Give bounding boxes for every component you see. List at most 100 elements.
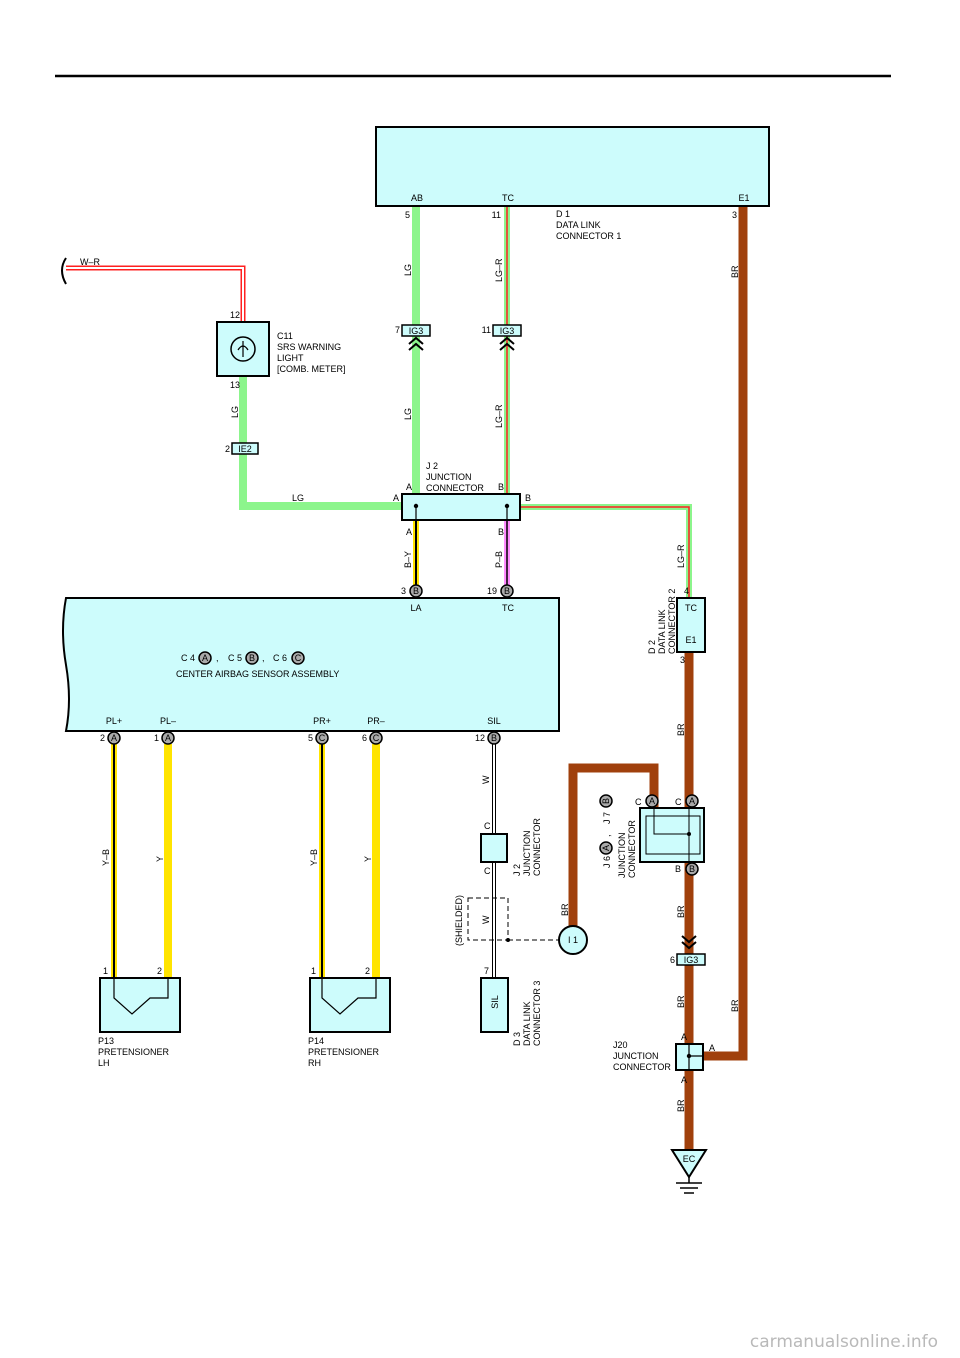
wire-label-w-1: W — [481, 775, 491, 784]
airbag-pin-1-badge — [161, 731, 175, 745]
wire-label-lg-1: LG — [403, 264, 413, 276]
j6j7-label-1: JUNCTION — [617, 833, 627, 879]
j6j7-c-1: C — [635, 797, 642, 807]
ie2-pin: 2 — [225, 444, 230, 454]
wire-label-p-b: P–B — [494, 551, 504, 568]
airbag-tc-pin: 19 — [487, 586, 497, 596]
p13-label-1: P13 — [98, 1036, 114, 1046]
d1-pin-3: 3 — [732, 210, 737, 220]
j6j7-b: B — [675, 864, 681, 874]
d2-connector — [676, 597, 706, 653]
d2-label-1: D 2 — [647, 640, 657, 654]
ig3-b-pin: 11 — [482, 325, 491, 335]
airbag-pr-minus: PR– — [367, 716, 385, 726]
wire-br-e1 — [703, 206, 748, 1061]
p14-label-3: RH — [308, 1058, 321, 1068]
airbag-pin-2-conn: A — [111, 733, 117, 743]
d3-connector — [480, 977, 509, 1033]
shield-box — [467, 897, 509, 941]
wire-label-br-4: BR — [676, 905, 686, 918]
wire-label-br-6: BR — [730, 999, 740, 1012]
wire-break-mark — [61, 257, 67, 285]
wire-br-j6-c — [568, 763, 659, 928]
j2-top-bus — [415, 506, 508, 520]
wire-label-lg-2: LG — [403, 408, 413, 420]
airbag-conn-b-la: B — [413, 586, 419, 596]
wire-label-lg-3: LG — [230, 406, 240, 418]
p13-label-3: LH — [98, 1058, 110, 1068]
airbag-la-pin: 3 — [401, 586, 406, 596]
wire-label-y-b-1: Y–B — [101, 849, 111, 866]
j20-a-top: A — [681, 1032, 687, 1042]
d2-label-3: CONNECTOR 2 — [667, 589, 677, 654]
wire-label-lg-4: LG — [292, 493, 304, 503]
ig3-c-chevron-icon — [681, 935, 697, 950]
airbag-pin-5-conn: C — [319, 733, 326, 743]
p13-label-2: PRETENSIONER — [98, 1047, 170, 1057]
wire-label-lg-r-1: LG–R — [494, 258, 504, 282]
j2-mid-label-3: CONNECTOR — [532, 818, 542, 876]
c11-label-2: SRS WARNING — [277, 342, 341, 352]
p14-squib-icon — [321, 978, 377, 1015]
wire-label-y-1: Y — [155, 856, 165, 862]
d2-e1: E1 — [685, 635, 696, 645]
j2-top-dot-b — [504, 503, 510, 509]
j6j7-a-2: A — [689, 796, 695, 806]
airbag-pl-plus: PL+ — [106, 716, 122, 726]
ig3-b-box — [492, 324, 522, 337]
j20-label-3: CONNECTOR — [613, 1062, 671, 1072]
j2-mid-label-1: J 2 — [512, 864, 522, 876]
wire-label-shielded: (SHIELDED) — [454, 895, 464, 946]
ig3-a-pin: 7 — [395, 325, 400, 335]
j6j7-comma: , — [602, 834, 612, 837]
j2-top-a-left: A — [393, 493, 399, 503]
airbag-c4-conn: A — [202, 653, 208, 663]
p13-pin-1: 1 — [103, 966, 108, 976]
airbag-c5-badge — [245, 651, 259, 665]
p13-pretensioner — [99, 977, 181, 1033]
wire-lg-c11 — [239, 376, 402, 510]
j6j7-b-badge — [685, 862, 699, 876]
c11-label-1: C11 — [277, 331, 293, 341]
j6j7-a-1: A — [649, 796, 655, 806]
wire-label-w-r: W–R — [80, 257, 101, 267]
airbag-pin-5: 5 — [308, 733, 313, 743]
j2-mid-c-upper: C — [484, 821, 491, 831]
wire-label-br-5: BR — [676, 995, 686, 1008]
i1-name: I 1 — [568, 935, 578, 945]
airbag-pin-12-conn: B — [491, 733, 497, 743]
p14-label-1: P14 — [308, 1036, 324, 1046]
j6j7-j6: J 6 — [602, 856, 612, 868]
ground-triangle-icon — [670, 1149, 708, 1179]
d3-label-3: CONNECTOR 3 — [532, 981, 542, 1046]
j6j7-j7-conn: B — [601, 798, 611, 804]
d3-sil: SIL — [490, 995, 500, 1009]
airbag-pr-plus: PR+ — [313, 716, 331, 726]
j2-top-b-right: B — [525, 493, 531, 503]
j2-top-b-upper: B — [498, 482, 504, 492]
p13-squib-icon — [113, 978, 169, 1015]
j2-top-label-3: CONNECTOR — [426, 483, 484, 493]
airbag-pin-6-badge — [369, 731, 383, 745]
airbag-c4-badge — [198, 651, 212, 665]
d2-label-2: DATA LINK — [657, 609, 667, 654]
j6-j7-junction — [639, 807, 705, 863]
j6j7-a-badge-2 — [685, 794, 699, 808]
d1-pin-11: 11 — [492, 210, 501, 220]
j2-top-b-lower: B — [498, 527, 504, 537]
wire-label-w-2: W — [481, 915, 491, 924]
d1-pin-5: 5 — [405, 210, 410, 220]
airbag-c6-conn: C — [295, 653, 302, 663]
ig3-c-pin: 6 — [670, 955, 675, 965]
j2-top-label-1: J 2 — [426, 461, 438, 471]
airbag-conn-b-tc: B — [504, 586, 510, 596]
ig3-a-name: IG3 — [409, 326, 424, 336]
airbag-pin-6-conn: C — [373, 733, 380, 743]
shield-junction-dot — [506, 938, 510, 942]
airbag-comma-1: , — [216, 653, 219, 663]
j20-a-right: A — [709, 1043, 715, 1053]
airbag-tc: TC — [502, 603, 514, 613]
p14-pin-1: 1 — [311, 966, 316, 976]
airbag-c5: C 5 — [228, 653, 242, 663]
